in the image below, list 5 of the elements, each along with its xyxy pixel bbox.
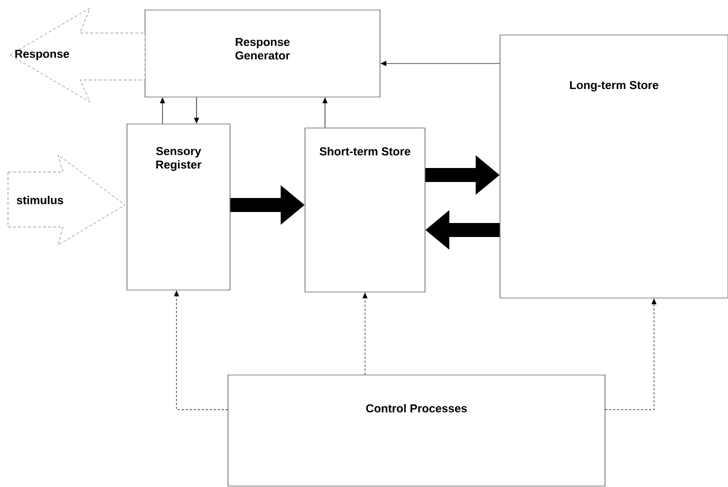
process-box: Long-term Store bbox=[500, 34, 728, 298]
process-box: Control Processes bbox=[228, 374, 606, 486]
process-box: Response Generator bbox=[144, 10, 380, 98]
process-box: Sensory Register bbox=[126, 124, 230, 290]
process-box: Short-term Store bbox=[304, 128, 426, 292]
